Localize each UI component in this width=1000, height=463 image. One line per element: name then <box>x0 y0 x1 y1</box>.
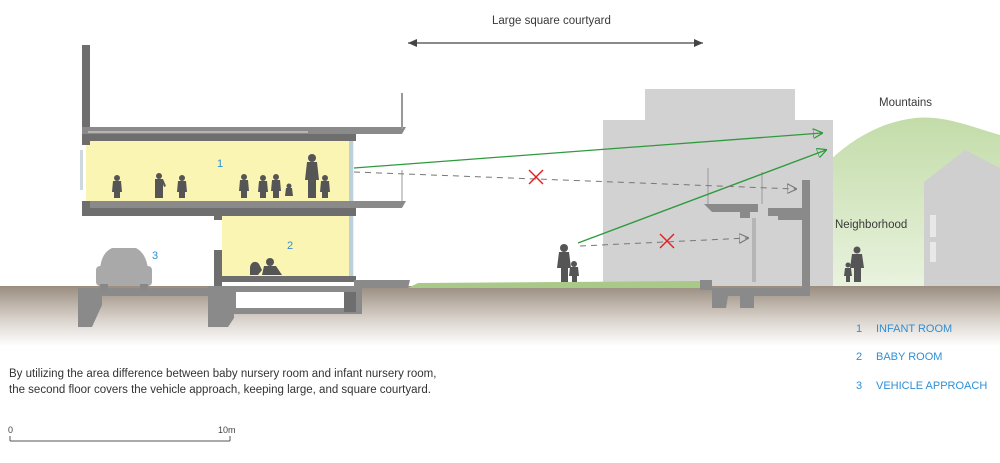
room-number-vehicle: 3 <box>152 250 159 262</box>
blocked-cross-mark <box>659 233 675 249</box>
legend-text: INFANT ROOM <box>876 323 953 335</box>
legend-number: 2 <box>856 351 863 363</box>
legend-item: 2 BABY ROOM <box>856 351 942 363</box>
courtyard-label: Large square courtyard <box>492 15 611 27</box>
scale-end-label: 10m <box>218 425 236 435</box>
background-building <box>603 89 833 286</box>
car-silhouette <box>96 248 152 290</box>
legend-item: 1 INFANT ROOM <box>856 323 952 335</box>
caption: By utilizing the area difference between… <box>9 366 436 398</box>
legend-text: BABY ROOM <box>876 351 943 363</box>
sightline-clear-upper <box>353 133 822 169</box>
neighborhood-house <box>924 150 1000 290</box>
legend-number: 1 <box>856 323 863 335</box>
neighborhood-label: Neighborhood <box>835 219 908 231</box>
neighborhood-people <box>844 246 864 282</box>
courtyard-lawn <box>408 281 705 288</box>
sightline-blocked-upper <box>353 171 796 189</box>
baby-room-figures <box>250 258 282 275</box>
mountains-label: Mountains <box>879 97 933 109</box>
blocked-cross-mark <box>528 169 544 185</box>
courtyard-people <box>557 244 579 282</box>
room-number-baby: 2 <box>287 240 294 252</box>
caption-line-1: By utilizing the area difference between… <box>9 368 437 380</box>
legend-text: VEHICLE APPROACH <box>876 380 988 392</box>
scale-start-label: 0 <box>8 425 14 435</box>
sightline-clear-lower <box>577 150 826 244</box>
baby-room <box>222 216 354 276</box>
children-figures <box>112 154 330 198</box>
legend-number: 3 <box>856 380 863 392</box>
caption-line-2: the second floor covers the vehicle appr… <box>9 384 431 396</box>
scale-bar <box>9 436 231 442</box>
legend-item: 3 VEHICLE APPROACH <box>856 380 987 392</box>
room-number-infant: 1 <box>217 158 224 170</box>
